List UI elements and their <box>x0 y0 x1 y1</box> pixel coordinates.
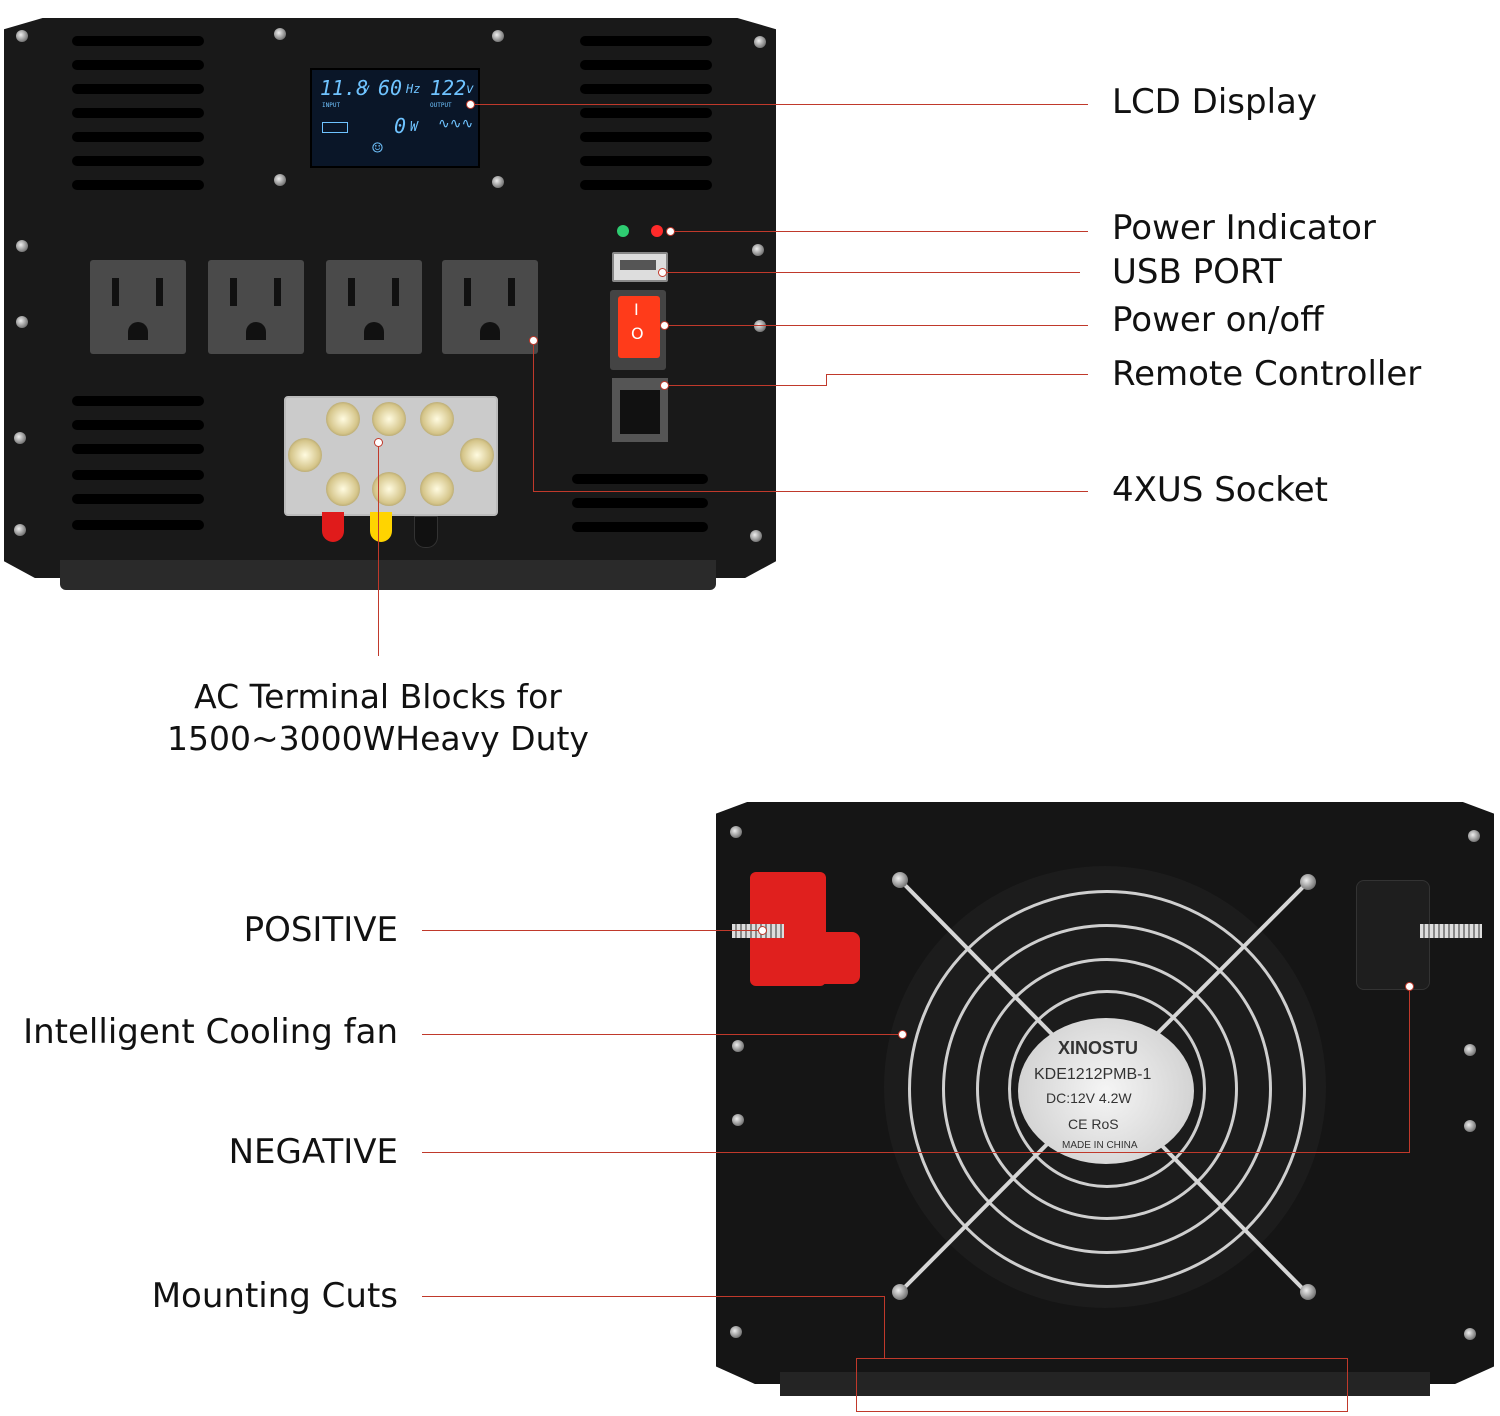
leader-mounting-b <box>884 1296 885 1358</box>
label-power-indicator: Power Indicator <box>1112 208 1376 248</box>
power-switch[interactable]: I O <box>618 296 660 358</box>
us-socket[interactable] <box>326 260 422 354</box>
fan-hub-sticker: XINOSTU KDE1212PMB-1 DC:12V 4.2W CE RoS … <box>1018 1018 1194 1164</box>
lcd-input-voltage: 11.8 <box>320 76 369 100</box>
switch-off-mark: O <box>631 324 644 343</box>
lcd-input-label: INPUT <box>322 102 341 109</box>
leader-positive <box>422 930 762 931</box>
leader-dot <box>660 321 669 330</box>
label-positive: POSITIVE <box>243 910 398 950</box>
leader-lcd <box>470 104 1088 105</box>
leader-remote-c <box>826 374 1088 375</box>
fan-marks: CE RoS <box>1068 1116 1119 1132</box>
black-wire <box>414 516 438 548</box>
label-power-switch: Power on/off <box>1112 300 1324 340</box>
leader-dot <box>666 227 675 236</box>
fan-brand: XINOSTU <box>1058 1038 1139 1058</box>
lcd-power-unit: W <box>410 120 418 135</box>
lcd-output-voltage: 122 <box>430 76 467 100</box>
negative-bolt[interactable] <box>1420 924 1482 938</box>
fan-guard-ring <box>976 958 1238 1220</box>
leader-negative-b <box>1409 986 1410 1153</box>
leader-socket-a <box>533 340 534 491</box>
fan-guard-ring <box>908 890 1306 1288</box>
lcd-output-label: OUTPUT <box>430 102 452 109</box>
fault-led-red <box>651 225 663 237</box>
remote-controller-port[interactable] <box>620 390 660 434</box>
lcd-screen: 11.8 v 60 Hz 122 v INPUT OUTPUT 0 W ∿∿∿ … <box>310 68 480 168</box>
leader-switch <box>664 325 1088 326</box>
negative-terminal-cap <box>1356 880 1430 990</box>
battery-icon <box>322 122 348 133</box>
leader-mounting-a <box>422 1296 884 1297</box>
leader-usb <box>662 272 1080 273</box>
lcd-frequency-unit: Hz <box>406 82 421 96</box>
label-cooling-fan: Intelligent Cooling fan <box>23 1012 398 1052</box>
leader-power-indicator <box>670 231 1088 232</box>
lcd-power: 0 <box>394 114 407 138</box>
fan-origin: MADE IN CHINA <box>1062 1140 1138 1151</box>
label-negative: NEGATIVE <box>228 1132 398 1172</box>
ac-terminal-caption-line1: AC Terminal Blocks for <box>194 677 562 716</box>
fan-guard-ring <box>942 924 1272 1254</box>
fan-guard-ring <box>1008 990 1206 1188</box>
leader-negative-a <box>422 1152 1410 1153</box>
lcd-frequency: 60 <box>378 76 403 100</box>
ac-terminal-block <box>284 396 498 516</box>
leader-socket-b <box>533 491 1088 492</box>
rear-panel-base <box>780 1372 1430 1396</box>
leader-remote-b <box>826 374 827 386</box>
positive-terminal-cap-lip <box>800 932 860 984</box>
us-socket[interactable] <box>90 260 186 354</box>
lcd-input-unit: v <box>362 82 370 97</box>
leader-dot <box>660 381 669 390</box>
red-wire <box>322 512 344 542</box>
ac-terminal-caption: AC Terminal Blocks for 1500~3000WHeavy D… <box>160 676 596 760</box>
leader-dot <box>758 926 767 935</box>
leader-dot <box>898 1030 907 1039</box>
leader-fan <box>422 1034 902 1035</box>
mounting-cuts-highlight <box>856 1358 1348 1412</box>
leader-dot <box>1405 982 1414 991</box>
leader-dot <box>466 100 475 109</box>
us-socket[interactable] <box>442 260 538 354</box>
smiley-icon: ☺ <box>372 138 383 159</box>
fan-model: KDE1212PMB-1 <box>1034 1066 1152 1083</box>
label-remote-controller: Remote Controller <box>1112 354 1422 394</box>
leader-remote-a <box>664 385 826 386</box>
lcd-output-unit: v <box>466 82 474 97</box>
label-socket: 4XUS Socket <box>1112 470 1329 510</box>
leader-terminal <box>378 442 379 656</box>
switch-on-mark: I <box>634 300 639 319</box>
usb-port[interactable] <box>612 252 668 282</box>
yellow-wire <box>370 512 392 542</box>
label-lcd-display: LCD Display <box>1112 82 1317 122</box>
leader-dot <box>658 268 667 277</box>
us-socket[interactable] <box>208 260 304 354</box>
sine-wave-icon: ∿∿∿ <box>438 116 474 132</box>
power-led-green <box>617 225 629 237</box>
fan-rating: DC:12V 4.2W <box>1046 1090 1132 1106</box>
leader-dot <box>529 336 538 345</box>
front-panel-base <box>60 560 716 590</box>
ac-terminal-caption-line2: 1500~3000WHeavy Duty <box>167 719 589 758</box>
label-mounting-cuts: Mounting Cuts <box>151 1276 398 1316</box>
leader-dot <box>374 438 383 447</box>
label-usb-port: USB PORT <box>1112 252 1282 292</box>
